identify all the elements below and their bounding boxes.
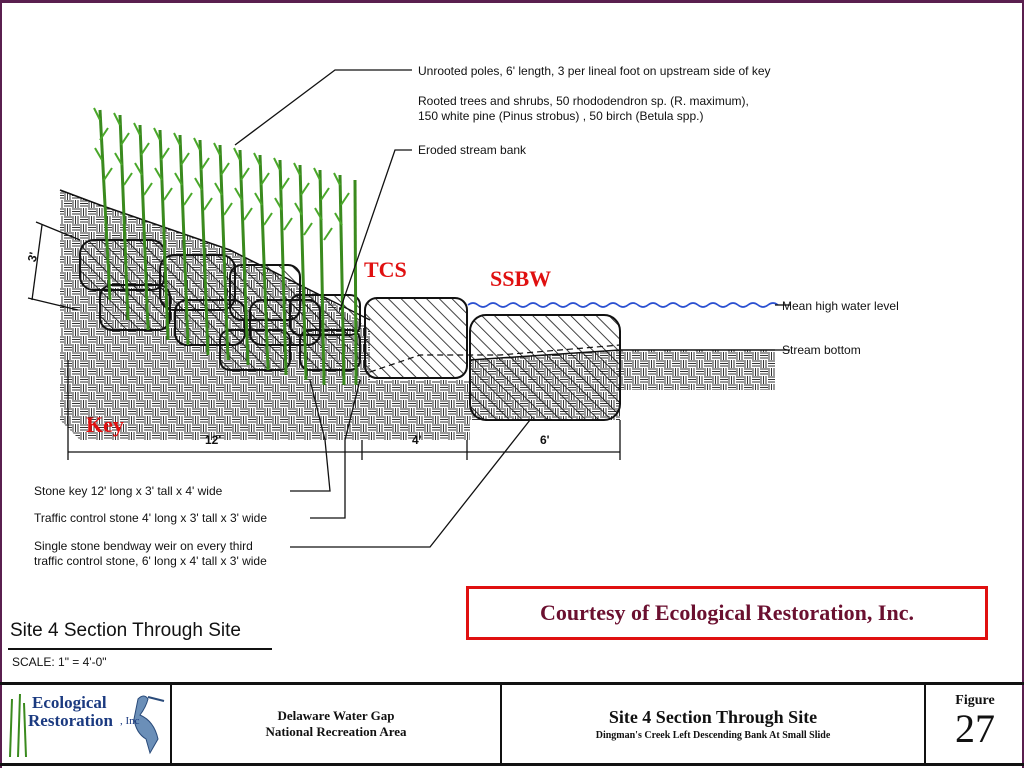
dimension-lines (27, 221, 621, 460)
label-traffic-control: Traffic control stone 4' long x 3' tall … (34, 511, 267, 525)
label-single-stone-2: traffic control stone, 6' long x 4' tall… (34, 554, 267, 568)
single-stone-bendway-weir (469, 314, 621, 421)
dashed-bed-line (369, 344, 621, 373)
vegetation-leaves (93, 107, 350, 241)
courtesy-box: Courtesy of Ecological Restoration, Inc. (466, 586, 988, 640)
label-stream-bottom: Stream bottom (782, 343, 861, 357)
site-title-rule (8, 648, 272, 650)
label-eroded-bank: Eroded stream bank (418, 143, 527, 157)
traffic-control-stone (364, 297, 468, 379)
site-title: Site 4 Section Through Site (10, 620, 241, 641)
mean-high-water-line (467, 302, 779, 308)
label-stone-key: Stone key 12' long x 3' tall x 4' wide (34, 484, 223, 498)
logo-line2: Restoration (28, 711, 113, 730)
label-rooted-trees-1: Rooted trees and shrubs, 50 rhododendron… (418, 94, 749, 108)
title-block: Ecological Restoration , Inc Delaware Wa… (0, 682, 1024, 766)
logo-line1: Ecological (32, 693, 107, 712)
section-diagram (27, 69, 790, 548)
label-rooted-trees-2: 150 white pine (Pinus strobus) , 50 birc… (418, 109, 704, 123)
marker-ssbw: SSBW (490, 266, 552, 291)
title-block-site-subtitle: Dingman's Creek Left Descending Bank At … (595, 730, 831, 741)
scale-label: SCALE: 1" = 4'-0" (12, 655, 107, 669)
reed-icon (9, 693, 27, 758)
park-line2: National Recreation Area (265, 724, 407, 739)
logo-inc: , Inc (120, 715, 140, 727)
marker-key: Key (86, 412, 124, 437)
figure-cell: Figure 27 (926, 685, 1024, 763)
marker-tcs: TCS (364, 257, 407, 282)
figure-label: Figure (955, 693, 995, 708)
label-mean-high-water: Mean high water level (782, 299, 899, 313)
vegetation-poles (98, 109, 358, 386)
figure-number: 27 (955, 706, 995, 751)
park-cell: Delaware Water Gap National Recreation A… (172, 685, 502, 763)
dim-key-length: 12' (205, 433, 222, 447)
title-block-site-title: Site 4 Section Through Site (608, 707, 818, 727)
company-logo: Ecological Restoration , Inc (0, 685, 172, 763)
label-single-stone-1: Single stone bendway weir on every third (34, 539, 253, 553)
site-cell: Site 4 Section Through Site Dingman's Cr… (502, 685, 926, 763)
leader-lines (234, 69, 790, 548)
heron-icon (133, 695, 165, 755)
dim-ssbw-length: 6' (540, 433, 550, 447)
dim-tcs-length: 4' (412, 433, 422, 447)
label-unrooted-poles: Unrooted poles, 6' length, 3 per lineal … (418, 64, 771, 78)
park-line1: Delaware Water Gap (277, 708, 395, 723)
